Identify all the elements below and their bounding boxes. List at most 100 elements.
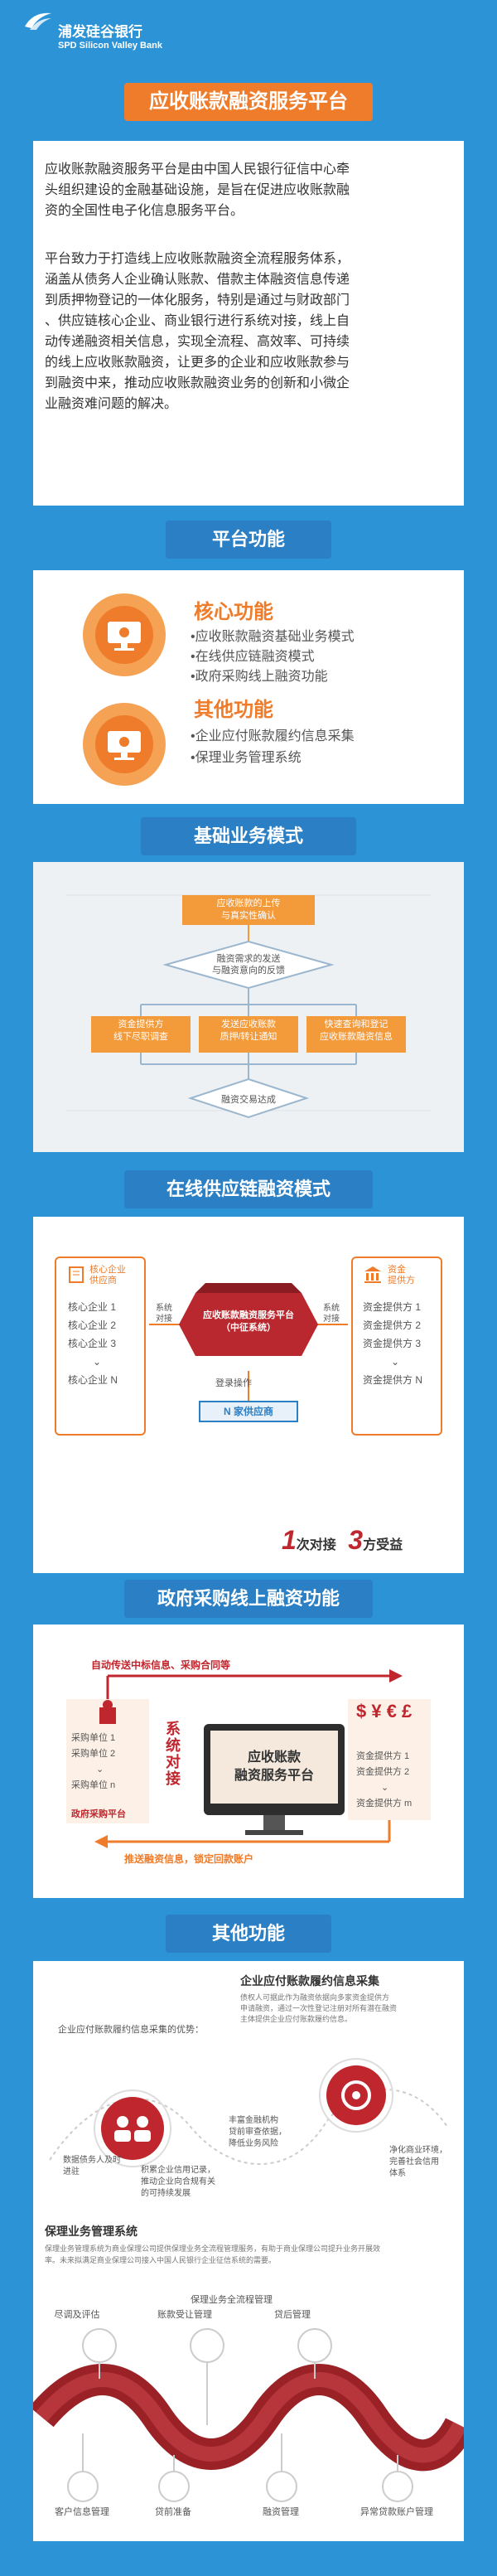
building-icon [66, 1265, 86, 1285]
basic-step-upload: 应收账款的上传 与真实性确认 [182, 895, 315, 925]
purchaser-more: ⌄ [96, 1765, 104, 1775]
core-enterprise-box: 核心企业 供应商 核心企业 1 核心企业 2 核心企业 3 ⌄ 核心企业 N [55, 1257, 146, 1436]
purchaser-item: 采购单位 2 [71, 1749, 116, 1759]
monitor-screen-label: 应收账款 融资服务平台 [210, 1749, 338, 1785]
system-link-right: 系统 对接 [323, 1303, 340, 1324]
core-function-icon [83, 593, 166, 676]
advantage-line: 丰富金融机构 [229, 2116, 278, 2125]
flow-step-bottom: 贷前准备 [155, 2507, 191, 2517]
supply-chain-panel: 核心企业 供应商 核心企业 1 核心企业 2 核心企业 3 ⌄ 核心企业 N 资… [33, 1217, 464, 1573]
core-enterprise-title-line: 供应商 [89, 1276, 117, 1286]
intro-p2-line: 动传递融资相关信息，实现全流程、高效率、可持续 [45, 335, 350, 349]
advantage-line: 降低业务风险 [229, 2139, 278, 2148]
central-platform-line: 应收账款融资服务平台 [203, 1310, 294, 1320]
factoring-desc-line: 保理业务管理系统为商业保理公司提供保理业务全流程管理服务，有助于商业保理公司提升… [45, 2244, 381, 2253]
advantages-diagram [49, 2058, 448, 2167]
fund-provider-item: 资金提供方 2 [363, 1319, 422, 1331]
system-link-char: 接 [166, 1770, 181, 1787]
fund-provider-list: 资金提供方 1 资金提供方 2 资金提供方 3 ⌄ 资金提供方 N [363, 1298, 422, 1389]
basic-step-notice: 发送应收账款 质押/转让通知 [199, 1016, 298, 1053]
intro-paragraph-1: 应收账款融资服务平台是由中国人民银行征信中心牵 头组织建设的金融基础设施，是旨在… [45, 159, 350, 221]
flow-title: 保理业务全流程管理 [191, 2295, 273, 2305]
core-enterprise-item: 核心企业 N [68, 1374, 118, 1386]
intro-panel: 应收账款融资服务平台是由中国人民银行征信中心牵 头组织建设的金融基础设施，是旨在… [33, 141, 464, 506]
basic-step-line: 快速查询和登记 [324, 1019, 388, 1029]
basic-step-demand-line: 与融资意向的反馈 [212, 966, 285, 976]
page-title: 应收账款融资服务平台 [149, 90, 348, 113]
purchaser-list: 采购单位 1 采购单位 2 ⌄ 采购单位 n [71, 1731, 115, 1794]
tagline: 1次对接 3方受益 [282, 1525, 403, 1556]
system-link-right-line: 系统 [323, 1304, 340, 1313]
core-enterprise-more: ⌄ [93, 1356, 102, 1368]
fund-provider-box: 资金 提供方 资金提供方 1 资金提供方 2 资金提供方 3 ⌄ 资金提供方 N [351, 1257, 442, 1436]
monitor-screen-line: 应收账款 [247, 1750, 301, 1765]
system-link-right-line: 对接 [323, 1315, 340, 1324]
gov-fund-provider-item: 资金提供方 2 [356, 1767, 410, 1777]
core-function-item: •应收账款融资基础业务模式 [191, 630, 355, 644]
system-link-char: 统 [166, 1737, 181, 1754]
intro-p2-line: 平台致力于打造线上应收账款融资全流程服务体系， [45, 252, 350, 266]
system-link-char: 系 [166, 1721, 181, 1737]
advantages-title: 企业应付账款履约信息采集的优势： [58, 2025, 204, 2035]
core-enterprise-title-line: 核心企业 [89, 1265, 126, 1275]
central-platform-line: （中征系统） [221, 1323, 276, 1333]
other-function-title: 其他功能 [194, 699, 273, 721]
other-function-icon [83, 703, 166, 786]
purchaser-item: 采购单位 1 [71, 1733, 116, 1743]
intro-p2-line: 业融资难问题的解决。 [45, 397, 178, 411]
intro-p2-line: 涵盖从债务人企业确认账款、借款主体融资信息传递 [45, 273, 350, 287]
basic-step-line: 质押/转让通知 [220, 1032, 277, 1042]
basic-mode-heading: 基础业务模式 [141, 817, 356, 855]
fund-provider-more: ⌄ [391, 1356, 400, 1368]
intro-paragraph-2: 平台致力于打造线上应收账款融资全流程服务体系， 涵盖从债务人企业确认账款、借款主… [45, 249, 350, 414]
flow-step-top: 尽调及评估 [54, 2310, 100, 2320]
collect-desc-line: 主体提供企业应付账款履约信息。 [240, 2015, 353, 2023]
supply-chain-heading: 在线供应链融资模式 [124, 1170, 373, 1208]
collect-desc: 债权人可据此作为融资依据向多家资金提供方 申请融资，通过一次性登记注册对所有潜在… [240, 1993, 456, 2025]
monitor-icon [108, 731, 141, 760]
flow-step-bottom: 客户信息管理 [55, 2507, 109, 2517]
intro-p1-line: 应收账款融资服务平台是由中国人民银行征信中心牵 [45, 162, 350, 177]
gov-procurement-diagram [66, 1669, 431, 1848]
gov-fund-provider-more: ⌄ [381, 1783, 389, 1793]
fund-provider-title-line: 提供方 [388, 1276, 415, 1286]
basic-step-register: 快速查询和登记 应收账款融资信息 [306, 1016, 406, 1053]
intro-p1-line: 头组织建设的金融基础设施，是旨在促进应收账款融 [45, 183, 350, 197]
advantage-line: 净化商业环境， [389, 2146, 447, 2155]
bottom-arrow-label: 推送融资信息，锁定回款账户 [124, 1853, 254, 1865]
advantage-item: 净化商业环境， 完善社会信用 体系 [389, 2145, 447, 2180]
advantage-item: 积累企业信用记录， 推动企业向合规有关 的可持续发展 [141, 2165, 215, 2200]
advantage-line: 数据债务人及时 [63, 2156, 121, 2165]
advantage-item: 丰富金融机构 贷前审查依据， 降低业务风险 [229, 2115, 287, 2150]
intro-p1-line: 资的全国性电子化信息服务平台。 [45, 204, 244, 218]
other-functions-heading: 其他功能 [166, 1915, 331, 1953]
bank-logo-icon [25, 12, 51, 30]
tagline-text: 方受益 [363, 1538, 403, 1552]
gov-fund-provider-item: 资金提供方 1 [356, 1751, 410, 1761]
gov-fund-provider-item: 资金提供方 m [356, 1799, 413, 1809]
central-platform-label: 应收账款融资服务平台 （中征系统） [182, 1310, 315, 1334]
core-enterprise-list: 核心企业 1 核心企业 2 核心企业 3 ⌄ 核心企业 N [68, 1298, 118, 1389]
platform-heading: 平台功能 [166, 521, 331, 559]
core-enterprise-title: 核心企业 供应商 [89, 1265, 126, 1286]
factoring-flow-diagram [33, 2328, 464, 2502]
system-link-left-line: 对接 [156, 1315, 172, 1324]
gov-procurement-heading-text: 政府采购线上融资功能 [157, 1588, 340, 1609]
flow-step-top: 账款受让管理 [157, 2310, 212, 2320]
basic-step-line: 应收账款融资信息 [320, 1032, 393, 1042]
purchaser-item: 采购单位 n [71, 1780, 116, 1790]
advantage-line: 进驻 [63, 2167, 80, 2177]
core-enterprise-item: 核心企业 2 [68, 1319, 117, 1331]
other-functions-panel: 企业应付账款履约信息采集 债权人可据此作为融资依据向多家资金提供方 申请融资，通… [33, 1961, 464, 2541]
logo-english-name: SPD Silicon Valley Bank [58, 41, 162, 51]
flow-step-bottom: 融资管理 [263, 2507, 299, 2517]
n-suppliers-box: N 家供应商 [199, 1401, 298, 1422]
bank-logo: 浦发硅谷银行 SPD Silicon Valley Bank [23, 10, 162, 51]
system-link-left: 系统 对接 [156, 1303, 172, 1324]
factoring-desc: 保理业务管理系统为商业保理公司提供保理业务全流程管理服务，有助于商业保理公司提升… [45, 2243, 456, 2266]
gov-platform-label: 政府采购平台 [71, 1809, 126, 1819]
gov-procurement-heading: 政府采购线上融资功能 [124, 1580, 373, 1618]
bank-icon [363, 1265, 383, 1285]
flow-step-bottom: 异常贷款账户管理 [360, 2507, 433, 2517]
